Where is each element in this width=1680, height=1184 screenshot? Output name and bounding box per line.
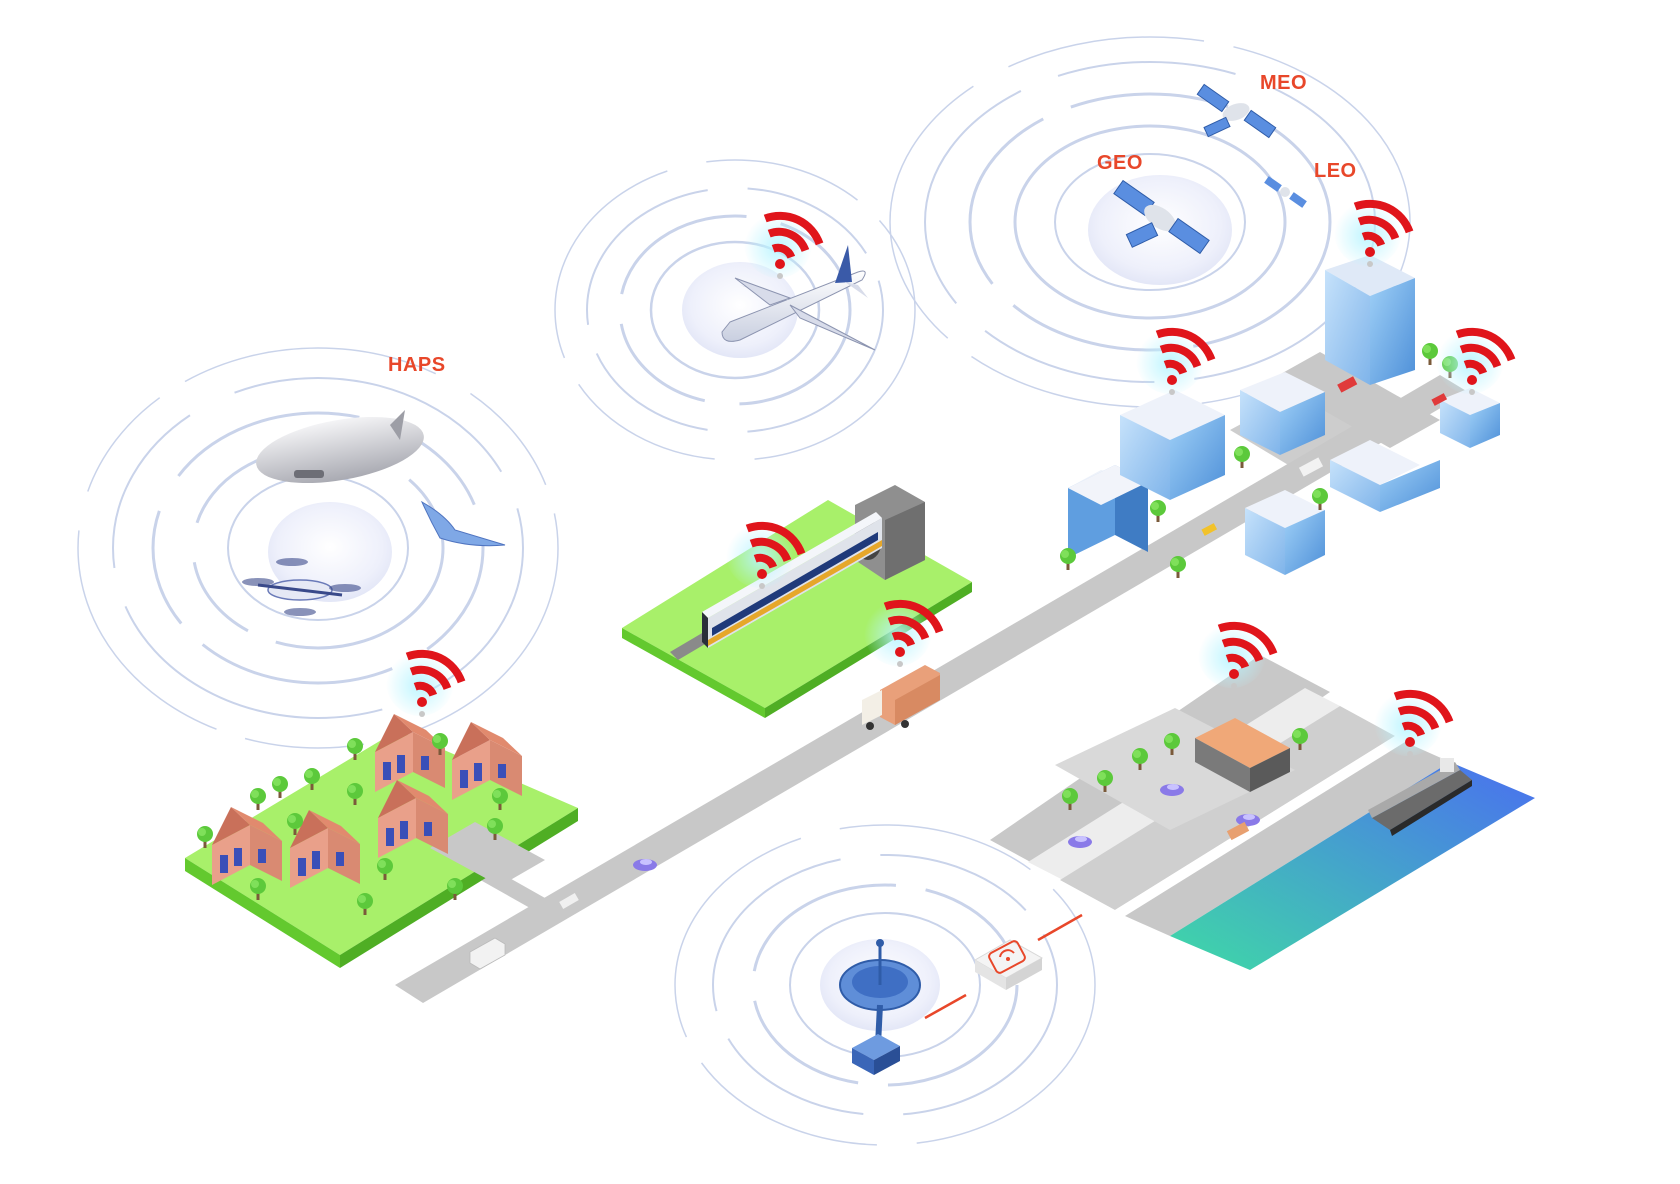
airplane-icon [721, 245, 876, 351]
wifi-signal-icon [744, 207, 825, 279]
cargo-ship-icon [1368, 758, 1472, 836]
wifi-signal-icon [1436, 323, 1517, 395]
backhaul-links [924, 913, 1083, 1020]
satellite-coverage-rings [889, 36, 1411, 408]
haps-label: HAPS [388, 354, 446, 376]
geo-label: GEO [1097, 152, 1143, 174]
office-building-icon [1245, 490, 1325, 575]
residential-area [185, 714, 578, 968]
office-building-icon [1440, 388, 1500, 448]
train-icon [702, 512, 882, 648]
truck-icon [862, 665, 940, 730]
car-icon [559, 893, 579, 909]
office-building-icon [1330, 440, 1440, 512]
office-building-icon [1120, 390, 1225, 500]
van-icon [469, 937, 506, 970]
office-building-icon [1240, 372, 1325, 455]
wifi-router-icon [973, 939, 1044, 990]
haps-coverage-rings [77, 347, 559, 749]
car-icon [633, 859, 657, 871]
wifi-signal-icon [1374, 685, 1455, 757]
port-area [990, 655, 1535, 970]
satellite-icon [1264, 176, 1307, 208]
airship-icon [256, 410, 424, 484]
wifi-signal-icon [386, 645, 467, 717]
satellite-icon [1196, 83, 1277, 139]
leo-label: LEO [1314, 160, 1357, 182]
wifi-signal-icon [1334, 195, 1415, 267]
warehouse-icon [1195, 718, 1290, 792]
aircraft-coverage-rings [554, 159, 916, 461]
office-building-icon [1325, 255, 1415, 385]
drone-icon [242, 558, 361, 616]
satellite-dish-icon [839, 939, 921, 1075]
stingray-uav-icon [420, 500, 506, 547]
wifi-signal-icon [1136, 323, 1217, 395]
city-district [1060, 255, 1500, 578]
ground-station-coverage-rings [674, 824, 1096, 1146]
meo-label: MEO [1260, 72, 1308, 94]
satellite-icon [1113, 179, 1210, 255]
